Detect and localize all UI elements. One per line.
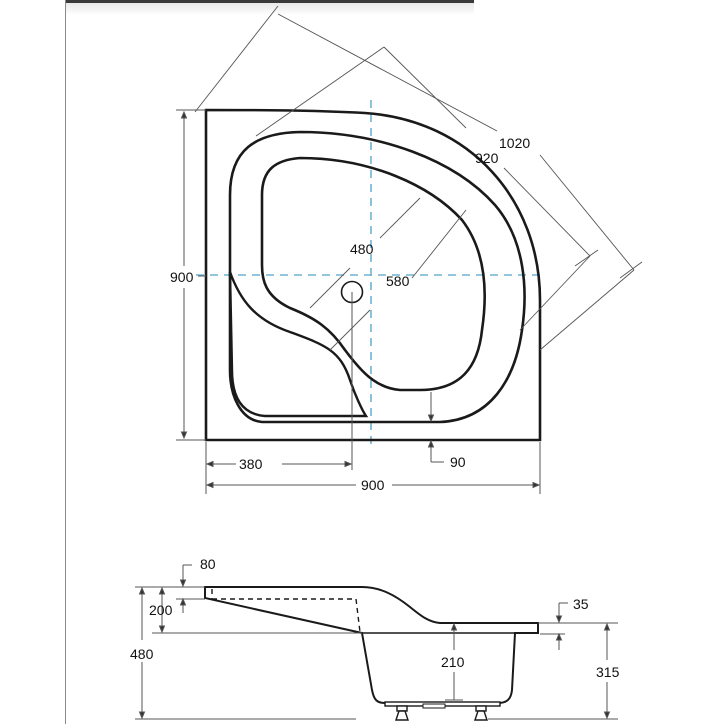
- dim-inner-diagonal-label: 480: [350, 241, 374, 257]
- dim-drain-offset-label: 380: [239, 456, 263, 472]
- dim-apron-height-label: 315: [596, 664, 620, 680]
- viewer-top-bar: [66, 0, 474, 3]
- side-dim-lines: [135, 564, 618, 720]
- dim-outer-diagonal-label: 1020: [499, 135, 530, 151]
- dim-diagonals: [194, 5, 643, 351]
- dim-seat-depth-label: 200: [149, 602, 173, 618]
- dim-overall-width: [205, 442, 541, 494]
- dim-rim-thickness-label: 35: [573, 596, 589, 612]
- dim-seat-step-label: 80: [200, 556, 216, 572]
- dim-drain-offset: [205, 442, 353, 494]
- basin-outline: [260, 156, 486, 392]
- tub-feet: [395, 705, 488, 721]
- dim-total-height-label: 480: [130, 646, 154, 662]
- dim-mid-diagonal-label: 580: [386, 273, 410, 289]
- plan-view: 900 380 90 900: [170, 5, 643, 494]
- dim-basin-depth-label: 210: [441, 654, 465, 670]
- viewer-top-shadow: [66, 3, 474, 15]
- viewer-left-border: [65, 0, 66, 724]
- dim-rim-offset-label: 90: [450, 454, 466, 470]
- dim-overall-height-label: 900: [170, 269, 194, 285]
- rim-outline: [228, 130, 526, 424]
- side-view: 80 200 480 35 210 315: [130, 556, 620, 721]
- dim-rim-diagonal-label: 920: [475, 150, 499, 166]
- outer-shell-outline: [204, 108, 542, 442]
- seat-hidden-line: [211, 589, 361, 633]
- dim-overall-width-label: 900: [361, 477, 385, 493]
- dim-rim-offset: [427, 392, 444, 463]
- seat-outline: [228, 271, 369, 418]
- tub-side-outline: [204, 586, 539, 704]
- dim-overall-height: [176, 109, 206, 441]
- drain-housing: [422, 703, 446, 709]
